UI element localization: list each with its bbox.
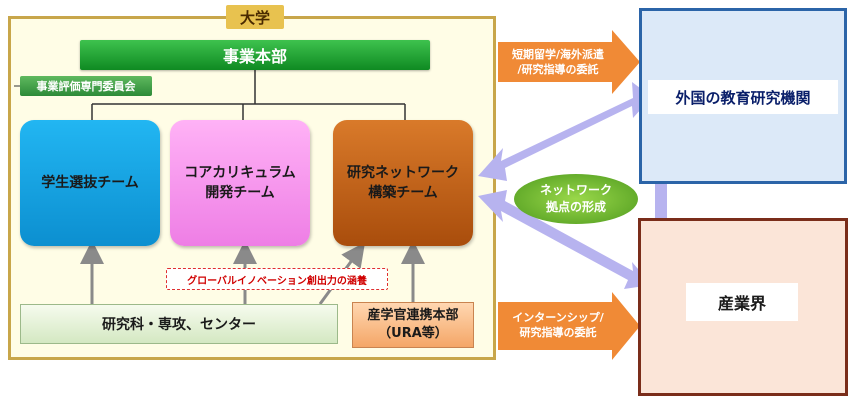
university-label: 大学 [226,5,284,29]
bottom-arrow-line2: 研究指導の委託 [519,326,597,339]
arrow-team3-industry [478,190,652,289]
arrow-team3-foreign [478,82,652,181]
team-research-network: 研究ネットワーク 構築チーム [333,120,473,246]
evaluation-committee-box: 事業評価専門委員会 [20,76,152,96]
departments-box: 研究科・専攻、センター [20,304,338,344]
bottom-arrow-text: インターンシップ/ 研究指導の委託 [500,308,616,342]
team-research-network-line2: 構築チーム [368,185,438,201]
industry-collab-line1: 産学官連携本部 [367,308,459,323]
team-research-network-line1: 研究ネットワーク [347,165,459,181]
top-arrow-text: 短期留学/海外派遣 /研究指導の委託 [500,46,616,78]
industry-label: 産業界 [686,283,798,321]
team-core-curriculum-line1: コアカリキュラム [184,165,296,181]
innovation-badge: グローバルイノベーション創出力の涵養 [166,268,388,290]
hq-box: 事業本部 [80,40,430,70]
top-arrow-line2: /研究指導の委託 [517,63,599,76]
orange-arrow-bottom [498,292,640,360]
lavender-arrows [478,82,675,289]
network-line1: ネットワーク [539,183,612,197]
top-arrow-line1: 短期留学/海外派遣 [511,48,605,61]
team-student-selection: 学生選抜チーム [20,120,160,246]
industry-collab-line2: （URA等） [378,326,448,341]
team-core-curriculum: コアカリキュラム 開発チーム [170,120,310,246]
team-student-selection-label: 学生選抜チーム [41,175,139,191]
network-line2: 拠点の形成 [545,200,606,214]
network-hub-ellipse: ネットワーク 拠点の形成 [514,174,638,224]
team-core-curriculum-line2: 開発チーム [205,185,275,201]
bottom-arrow-line1: インターンシップ/ [512,311,604,324]
foreign-institutions-label: 外国の教育研究機関 [648,80,838,114]
arrow-foreign-industry [647,126,675,260]
orange-arrow-top [498,30,640,94]
industry-collab-box: 産学官連携本部 （URA等） [352,302,474,348]
